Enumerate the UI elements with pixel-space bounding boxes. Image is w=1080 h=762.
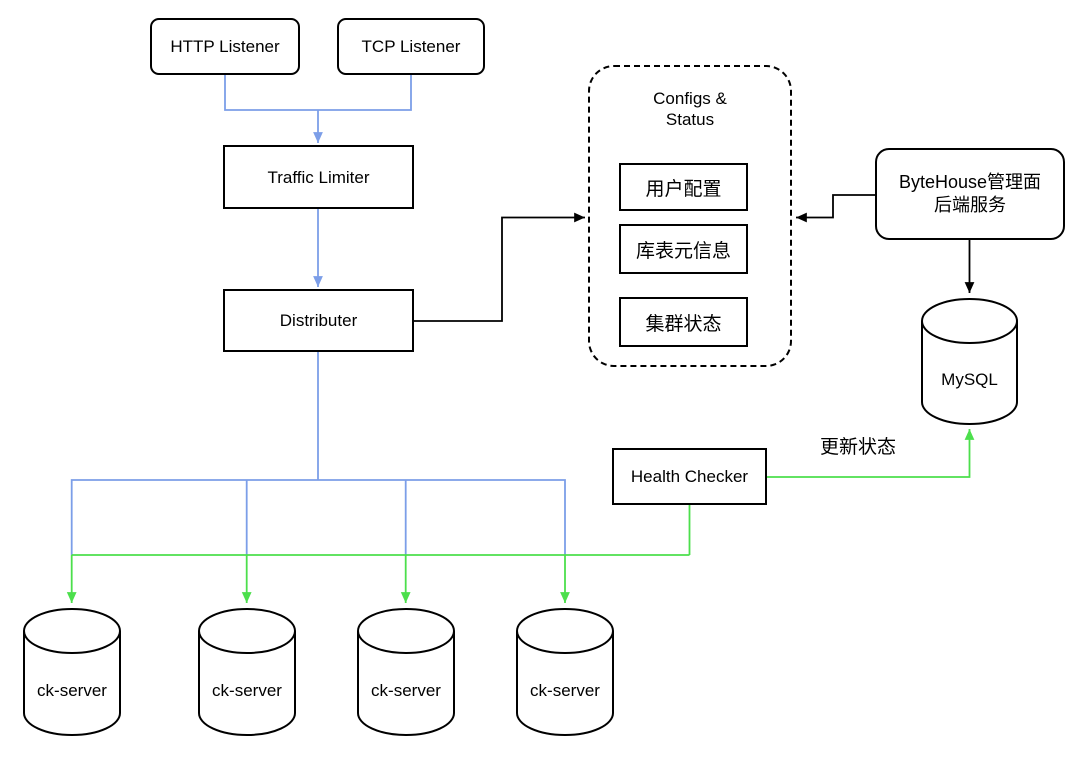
traffic-limiter-label: Traffic Limiter <box>267 167 370 187</box>
mysql-cylinder <box>921 298 1018 425</box>
ck-server-cylinder-4 <box>516 608 614 736</box>
update-status-edge-label: 更新状态 <box>819 437 896 458</box>
node-tcp-listener: TCP Listener <box>337 18 485 75</box>
node-http-listener: HTTP Listener <box>150 18 300 75</box>
edge-distributer-to-configs <box>414 212 585 322</box>
health-checker-label: Health Checker <box>630 467 749 486</box>
ck-server-label-3: ck-server <box>371 681 441 700</box>
ck-server-label-1: ck-server <box>37 681 107 700</box>
user-config-label: 用户配置 <box>645 178 722 200</box>
edge-distribution-bar <box>70 479 566 555</box>
ck-server-cylinder-2 <box>198 608 296 736</box>
ck-server-label-2: ck-server <box>212 681 282 700</box>
node-user-config: 用户配置 <box>619 163 748 211</box>
ck-server-cylinder-1 <box>23 608 121 736</box>
mysql-label: MySQL <box>941 370 998 389</box>
node-distributer: Distributer <box>223 289 414 352</box>
http-listener-label: HTTP Listener <box>170 37 280 56</box>
configs-status-title: Configs & Status <box>590 88 790 130</box>
configs-status-title-line2: Status <box>665 110 715 129</box>
node-bytehouse-backend: ByteHouse管理面 后端服务 <box>875 148 1065 240</box>
node-traffic-limiter: Traffic Limiter <box>223 145 414 209</box>
distributer-label: Distributer <box>279 311 358 330</box>
ck-server-label-4: ck-server <box>530 681 600 700</box>
bytehouse-backend-label-line1: ByteHouse管理面 <box>898 172 1042 192</box>
table-metadata-label: 库表元信息 <box>635 240 731 262</box>
edge-listeners-merge <box>224 75 412 111</box>
cluster-status-label: 集群状态 <box>645 313 722 335</box>
ck-server-cylinder-3 <box>357 608 455 736</box>
tcp-listener-label: TCP Listener <box>361 37 461 56</box>
node-cluster-status: 集群状态 <box>619 297 748 347</box>
edge-update-status-to-mysql <box>767 429 975 478</box>
configs-status-title-line1: Configs & <box>653 89 727 108</box>
bytehouse-backend-label-line2: 后端服务 <box>934 195 1006 215</box>
node-health-checker: Health Checker <box>612 448 767 505</box>
edge-bytehouse-to-configs <box>796 194 875 223</box>
group-configs-status: Configs & Status 用户配置 库表元信息 集群状态 <box>588 65 792 367</box>
node-table-metadata: 库表元信息 <box>619 224 748 274</box>
